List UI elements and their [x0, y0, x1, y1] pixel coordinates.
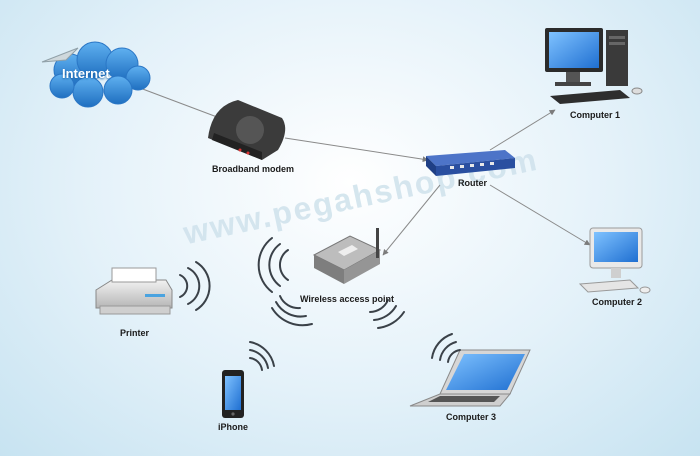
wap-icon [312, 228, 382, 284]
wap-label: Wireless access point [300, 294, 394, 304]
computer1-icon [545, 28, 643, 104]
computer3-label: Computer 3 [446, 412, 497, 422]
computer3-icon [409, 349, 531, 407]
router-label: Router [458, 178, 487, 188]
connector-router-computer2 [489, 184, 591, 246]
computer1-label: Computer 1 [570, 110, 621, 120]
wireless-waves [179, 237, 461, 371]
connector-internet-modem [139, 87, 226, 121]
internet-label: Internet [62, 66, 110, 81]
modem-label: Broadband modem [212, 164, 295, 174]
router-icon [426, 150, 515, 176]
printer-label: Printer [120, 328, 150, 338]
computer2-icon [578, 227, 651, 294]
iphone-label: iPhone [218, 422, 249, 432]
computer2-label: Computer 2 [592, 297, 643, 307]
connectors [139, 87, 591, 256]
modem-icon [208, 100, 286, 160]
printer-icon [95, 267, 173, 315]
iphone-icon [222, 370, 244, 418]
connector-router-computer1 [489, 109, 556, 151]
connector-router-wap [382, 184, 441, 256]
connector-modem-router [284, 137, 429, 163]
internet-cloud-icon [41, 41, 151, 108]
